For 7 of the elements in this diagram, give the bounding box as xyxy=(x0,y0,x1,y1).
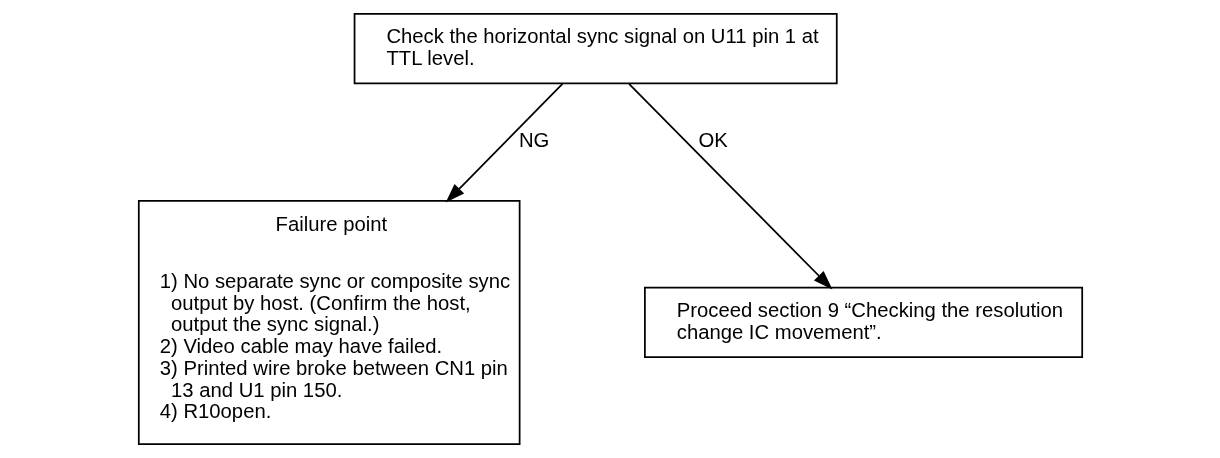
node-box: Check the horizontal sync signal on U11 pin 1 at TTL level. xyxy=(353,13,838,85)
node-box: Failure point 1) No separate sync or composite sync output by host. (Confirm the host, output the sync signal.) 2) Video cable may have failed. 3) Printed wire broke between CN1 pin 13 and U1 pin 150. 4) R10open. xyxy=(137,199,520,445)
arrow xyxy=(445,83,563,203)
arrow xyxy=(627,83,832,290)
node-box: Proceed section 9 “Checking the resolution change IC movement”. xyxy=(643,286,1083,358)
edge-label: OK xyxy=(697,129,728,152)
edge-label: NG xyxy=(518,129,549,152)
